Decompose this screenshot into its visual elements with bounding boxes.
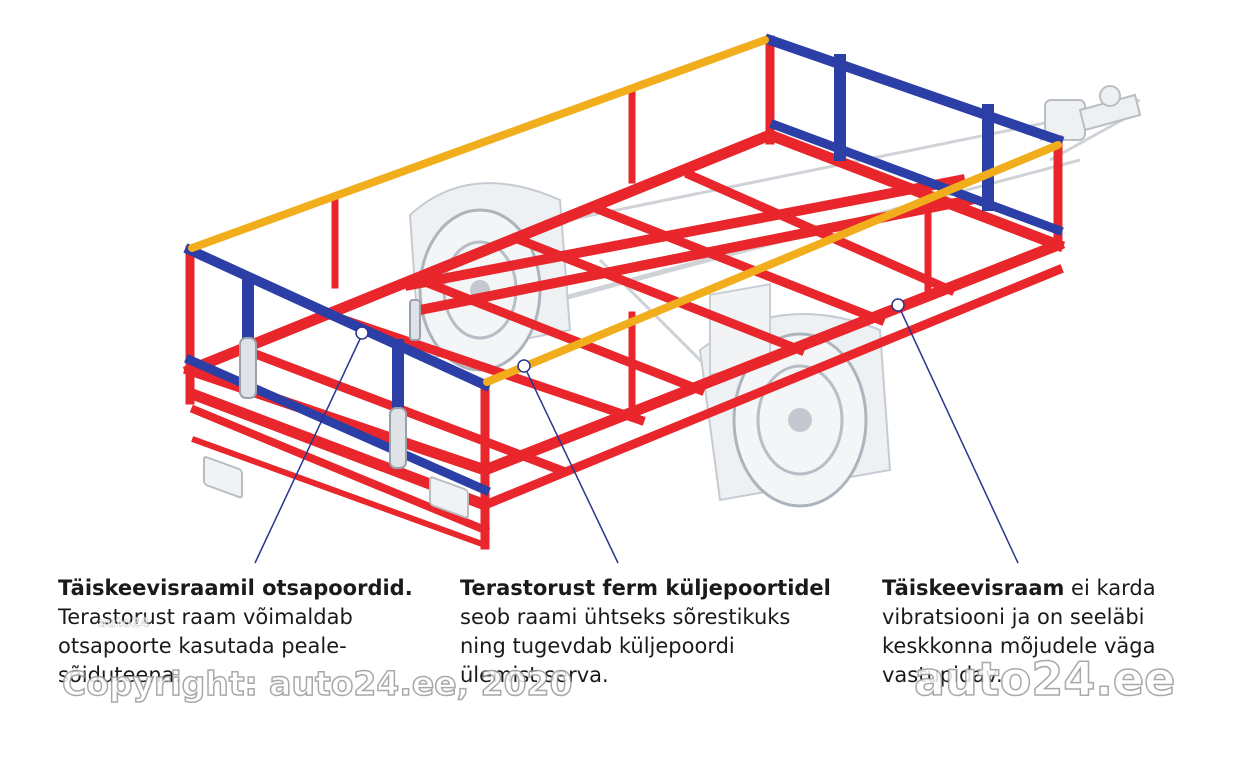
watermark-small: auto24 — [98, 616, 150, 632]
callout-line: ning tugevdab küljepoordi — [460, 634, 735, 658]
callout-line: sõiduteena. — [58, 663, 182, 687]
callout-line: ülemist serva. — [460, 663, 609, 687]
callout-side-gate-truss: Terastorust ferm küljepoortidel seob raa… — [460, 574, 870, 690]
callout-welded-frame: Täiskeevisraam ei karda vibratsiooni ja … — [882, 574, 1212, 690]
callout-title: Terastorust ferm küljepoortidel — [460, 576, 831, 600]
callout-end-gates: Täiskeevisraamil otsapoordid. Terastorus… — [58, 574, 453, 690]
callout-line: vibratsiooni ja on seeläbi — [882, 605, 1145, 629]
drawbar-coupling — [1044, 85, 1142, 141]
watermark-copyright: Copyright: auto24.ee, 2020 — [61, 663, 573, 704]
callout-line: vastupidav. — [882, 663, 1003, 687]
red-frame — [182, 35, 1066, 550]
callout-line: keskkonna mõjudele väga — [882, 634, 1156, 658]
leader-lines — [254, 298, 1019, 564]
callout-title: Täiskeevisraam — [882, 576, 1065, 600]
callout-title-rest: ei karda — [1064, 576, 1156, 600]
watermark-logo: auto24.ee — [913, 651, 1176, 707]
callout-line: seob raami ühtseks sõrestikuks — [460, 605, 791, 629]
rear-lights — [203, 456, 469, 519]
callout-line: otsapoorte kasutada peale- — [58, 634, 347, 658]
callout-line: Terastorust raam võimaldab — [58, 605, 353, 629]
callout-title: Täiskeevisraamil otsapoordid. — [58, 576, 413, 600]
callout-title-line: Täiskeevisraam ei karda — [882, 574, 1212, 603]
yellow-top-rails — [188, 36, 1062, 386]
gate-handles — [239, 299, 421, 469]
